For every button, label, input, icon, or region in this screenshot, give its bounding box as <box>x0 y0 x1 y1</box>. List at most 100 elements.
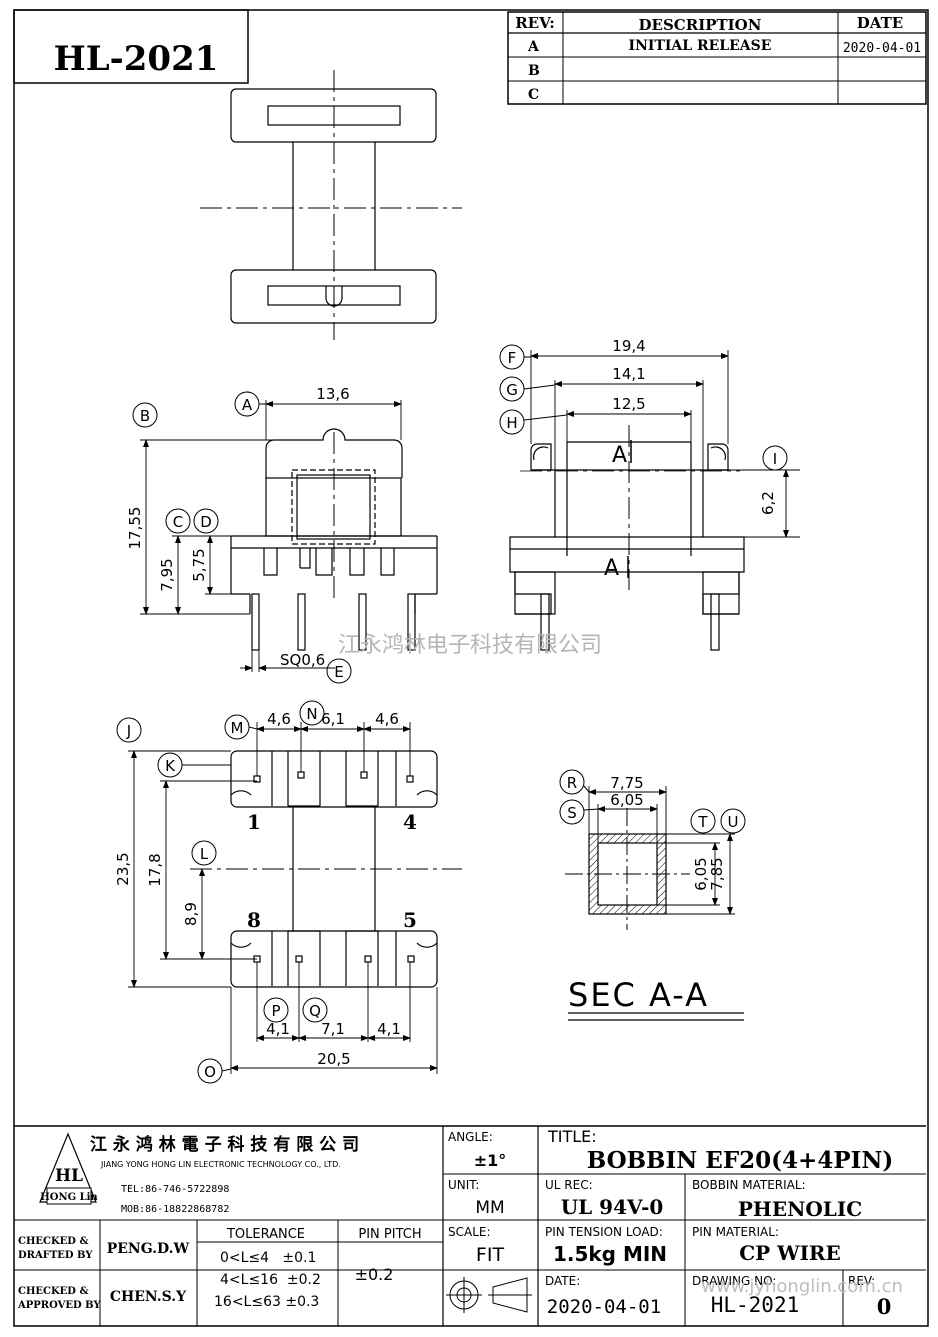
svg-text:L: L <box>200 845 209 863</box>
angle-label: ANGLE: <box>448 1130 493 1144</box>
dim-6-1: 6,1 <box>321 710 345 728</box>
side-view <box>509 425 745 651</box>
checked-drafted-label-2: DRAFTED BY <box>18 1250 93 1261</box>
company-mob: MOB:86-18822868782 <box>121 1204 229 1215</box>
rev-row-b: B <box>528 63 540 79</box>
dim-13-6: 13,6 <box>316 385 349 403</box>
date-label: DATE: <box>545 1274 580 1288</box>
callout-o: O <box>197 1058 232 1084</box>
rev-row-a-date: 2020-04-01 <box>843 41 921 56</box>
callout-j: J <box>116 717 142 743</box>
unit-value: MM <box>475 1198 504 1218</box>
pin-pitch-value: ±0.2 <box>355 1265 394 1284</box>
callout-r: R <box>559 769 590 795</box>
rev-row-a: A <box>527 39 540 55</box>
tolerance-row-2: 4<L≤16 ±0.2 <box>220 1272 321 1288</box>
part-number: HL-2021 <box>54 39 219 79</box>
dim-17-55: 17,55 <box>126 507 144 550</box>
drawing-no-value: HL-2021 <box>711 1293 800 1317</box>
description-header: DESCRIPTION <box>639 16 762 34</box>
watermark: 江永鸿林电子科技有限公司 <box>338 633 602 658</box>
pin-number-8: 8 <box>247 908 261 932</box>
logo-text: HL <box>55 1166 83 1186</box>
callout-h: H <box>499 409 568 435</box>
dim-7-85: 7,85 <box>708 857 726 890</box>
website-watermark: www.jyhonglin.com.cn <box>701 1276 903 1297</box>
logo-subtext: HONG Lin <box>40 1192 98 1203</box>
dim-6-05-vertical: 6,05 <box>692 857 710 890</box>
svg-text:C: C <box>173 513 183 531</box>
callout-n: N <box>299 700 325 726</box>
unit-label: UNIT: <box>448 1178 479 1192</box>
callout-b: B <box>132 402 158 428</box>
dim-5-75: 5,75 <box>190 548 208 581</box>
scale-value: FIT <box>476 1244 505 1266</box>
callout-g: G <box>499 376 556 402</box>
drawing-border <box>13 9 929 1327</box>
title-block <box>14 1125 926 1326</box>
dim-sq-pin: SQ0,6 <box>280 651 325 669</box>
dim-17-8: 17,8 <box>146 853 164 886</box>
callout-q: Q <box>302 997 328 1023</box>
bottom-view <box>190 750 462 988</box>
svg-text:J: J <box>126 722 131 740</box>
callout-l: L <box>191 840 217 866</box>
title-label: TITLE: <box>547 1127 597 1146</box>
callout-t: T <box>690 808 716 834</box>
bobbin-material-value: PHENOLIC <box>738 1197 862 1221</box>
checked-approved-label: CHECKED & <box>18 1286 88 1297</box>
pin-number-4: 4 <box>403 810 417 834</box>
rev-label: REV: <box>848 1274 875 1288</box>
date-value: 2020-04-01 <box>547 1296 661 1318</box>
drawing-no-label: DRAWING NO: <box>692 1274 776 1288</box>
dim-4-6-right: 4,6 <box>375 710 399 728</box>
pin-tension-value: 1.5kg MIN <box>553 1242 667 1266</box>
pin-number-5: 5 <box>403 908 417 932</box>
dim-20-5: 20,5 <box>317 1050 350 1068</box>
svg-text:I: I <box>773 450 777 468</box>
dim-8-9: 8,9 <box>182 902 200 926</box>
rev-value: 0 <box>877 1294 892 1319</box>
rev-row-a-description: INITIAL RELEASE <box>629 38 772 54</box>
dim-12-5: 12,5 <box>612 395 645 413</box>
approved-by-value: CHEN.S.Y <box>110 1289 187 1305</box>
svg-text:U: U <box>728 813 739 831</box>
callout-e: E <box>326 658 352 684</box>
dim-4-1-left: 4,1 <box>266 1020 290 1038</box>
callout-d: D <box>193 508 219 534</box>
callout-i: I <box>762 445 788 471</box>
company-name-cn: 江 永 鸿 林 電 子 科 技 有 限 公 司 <box>90 1134 359 1155</box>
svg-text:E: E <box>334 663 343 681</box>
tolerance-label: TOLERANCE <box>226 1227 305 1242</box>
pin-number-1: 1 <box>247 810 261 834</box>
section-mark-top: A <box>612 443 627 468</box>
dim-6-2: 6,2 <box>759 491 777 515</box>
title-block-text: 江 永 鸿 林 電 子 科 技 有 限 公 司 JIANG YONG HONG … <box>17 1127 903 1319</box>
svg-text:S: S <box>567 804 577 822</box>
section-title: SEC A-A <box>568 976 709 1014</box>
svg-text:M: M <box>231 719 244 737</box>
svg-text:G: G <box>506 381 518 399</box>
callout-f: F <box>499 344 531 370</box>
dim-7-95: 7,95 <box>158 558 176 591</box>
svg-text:Q: Q <box>309 1002 321 1020</box>
revision-table: REV: DESCRIPTION DATE A INITIAL RELEASE … <box>507 11 927 105</box>
callout-c: C <box>165 508 191 534</box>
svg-text:K: K <box>165 757 176 775</box>
ul-value: UL 94V-0 <box>561 1195 664 1219</box>
dim-7-1: 7,1 <box>321 1020 345 1038</box>
projection-symbol-icon <box>446 1277 532 1313</box>
pin-material-label: PIN MATERIAL: <box>692 1225 779 1239</box>
callout-k: K <box>157 752 231 778</box>
company-logo <box>39 1132 97 1205</box>
tolerance-row-3: 16<L≤63 ±0.3 <box>214 1294 319 1310</box>
top-view <box>200 70 462 340</box>
tolerance-row-1: 0<L≤4 ±0.1 <box>220 1250 316 1266</box>
date-header: DATE <box>857 14 903 32</box>
svg-text:T: T <box>697 813 708 831</box>
svg-text:R: R <box>567 774 577 792</box>
rev-header: REV: <box>515 14 555 32</box>
checked-drafted-label: CHECKED & <box>18 1236 88 1247</box>
drafted-by-value: PENG.D.W <box>107 1241 190 1257</box>
